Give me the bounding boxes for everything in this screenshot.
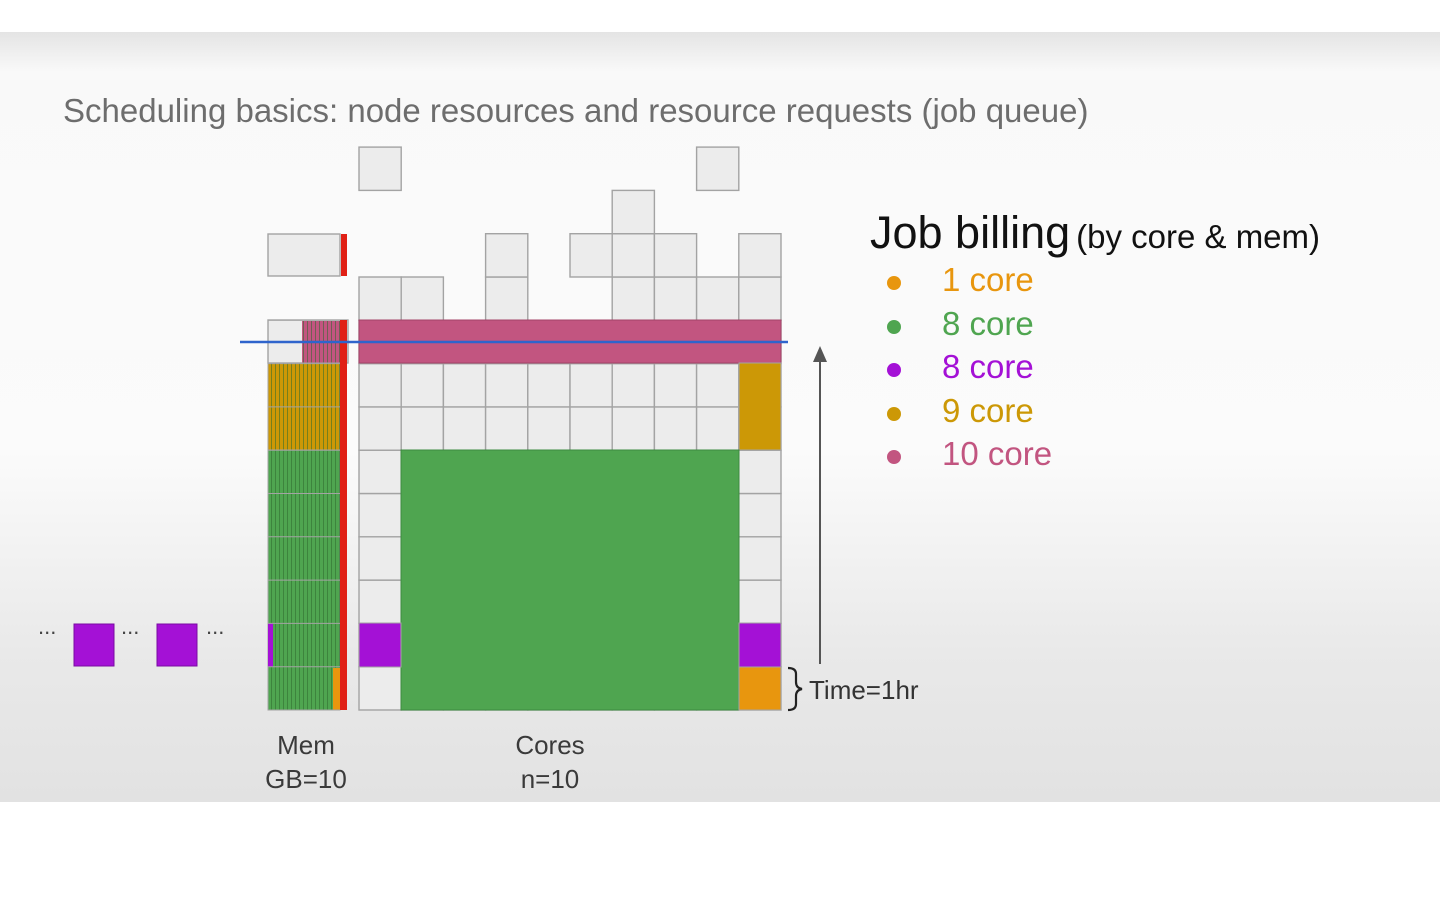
- core-cell: [358, 666, 402, 711]
- cores-axis-label: Cores: [515, 730, 584, 760]
- mem-limit-marker: [341, 234, 347, 276]
- legend-label: 9 core: [942, 391, 1034, 429]
- mem-axis-label: Mem: [277, 730, 335, 760]
- core-cell: [358, 536, 402, 581]
- job-9core: [738, 362, 782, 451]
- core-cell: [695, 146, 740, 192]
- core-cell: [358, 406, 402, 451]
- queue-dots-2: ...: [121, 614, 139, 639]
- queue-dots-3: ...: [206, 614, 224, 639]
- legend-dot-icon: [887, 319, 901, 334]
- scheduling-diagram: ... ... ...: [38, 146, 919, 794]
- time-brace-icon: [787, 666, 803, 712]
- time-arrow: [813, 346, 827, 664]
- legend-item-1core: 1 core: [870, 261, 1320, 305]
- legend-subtitle: (by core & mem): [1076, 218, 1321, 255]
- core-cell: [738, 449, 782, 495]
- job-8core-purple-right: [738, 622, 782, 668]
- legend-label: 10 core: [942, 435, 1053, 472]
- mem-grid-lines: [268, 319, 340, 711]
- core-cell: [484, 406, 529, 451]
- core-cell: [527, 362, 571, 408]
- job-8core-purple-left: [358, 622, 402, 668]
- legend-dot-icon: [887, 450, 901, 464]
- mem-purple-sliver: [268, 623, 273, 667]
- core-cell: [695, 362, 740, 408]
- core-cell: [738, 536, 782, 581]
- core-cell: [400, 276, 445, 321]
- core-cell: [358, 449, 402, 495]
- core-cell: [653, 276, 698, 321]
- legend-item-8core-green: 8 core: [870, 305, 1320, 349]
- core-cell: [738, 232, 782, 278]
- job-8core-green: [400, 449, 740, 711]
- core-cell: [358, 362, 402, 408]
- legend-items: 1 core 8 core 8 core 9 core 10 core: [870, 261, 1320, 479]
- legend-label: 8 core: [942, 304, 1034, 342]
- core-cell: [695, 276, 740, 321]
- slide: Scheduling basics: node resources and re…: [0, 32, 1440, 802]
- job-queue: ... ... ...: [38, 614, 224, 667]
- legend-title: Job billing: [870, 207, 1071, 258]
- mem-limit-bar: [340, 320, 347, 710]
- core-cell: [569, 232, 613, 278]
- core-cell: [358, 492, 402, 538]
- job-billing-legend: Job billing(by core & mem) 1 core 8 core…: [870, 207, 1320, 479]
- legend-heading: Job billing(by core & mem): [870, 207, 1320, 259]
- core-cell: [400, 406, 445, 451]
- core-cell: [695, 406, 740, 451]
- mem-1core-sliver: [333, 668, 340, 710]
- core-cell: [569, 362, 613, 408]
- core-cell: [484, 362, 529, 408]
- legend-label: 1 core: [942, 261, 1034, 298]
- core-cell: [358, 276, 402, 321]
- legend-dot-icon: [887, 406, 901, 421]
- queue-dots-1: ...: [38, 614, 56, 639]
- legend-dot-icon: [887, 276, 901, 290]
- core-cell: [738, 579, 782, 625]
- legend-label: 8 core: [942, 348, 1034, 385]
- legend-item-10core: 10 core: [870, 435, 1320, 479]
- job-1core: [738, 666, 782, 711]
- core-cell: [484, 276, 529, 321]
- core-cell: [611, 232, 656, 278]
- slide-title: Scheduling basics: node resources and re…: [63, 92, 1089, 129]
- core-cell: [569, 406, 613, 451]
- cores-axis-value: n=10: [521, 764, 580, 794]
- time-label: Time=1hr: [809, 675, 919, 705]
- core-cell: [738, 492, 782, 538]
- mem-axis-value: GB=10: [265, 764, 347, 794]
- core-cell: [400, 362, 445, 408]
- core-cell: [611, 406, 656, 451]
- core-cell: [442, 362, 487, 408]
- core-cell: [527, 406, 571, 451]
- core-cell: [442, 406, 487, 451]
- core-cell: [611, 362, 656, 408]
- mem-pending-cell: [267, 233, 341, 277]
- memory-column: [267, 233, 349, 711]
- core-cell: [484, 232, 529, 278]
- legend-dot-icon: [887, 363, 901, 377]
- core-cell: [653, 232, 698, 278]
- core-cell: [358, 579, 402, 625]
- core-cell: [738, 276, 782, 321]
- core-cell: [653, 406, 698, 451]
- legend-item-8core-purple: 8 core: [870, 348, 1320, 392]
- core-cell: [653, 362, 698, 408]
- core-cell: [611, 276, 656, 321]
- queued-job-block: [73, 623, 115, 667]
- core-cell: [611, 189, 656, 235]
- core-cell: [358, 146, 402, 192]
- queued-job-block: [156, 623, 198, 667]
- legend-item-9core: 9 core: [870, 392, 1320, 436]
